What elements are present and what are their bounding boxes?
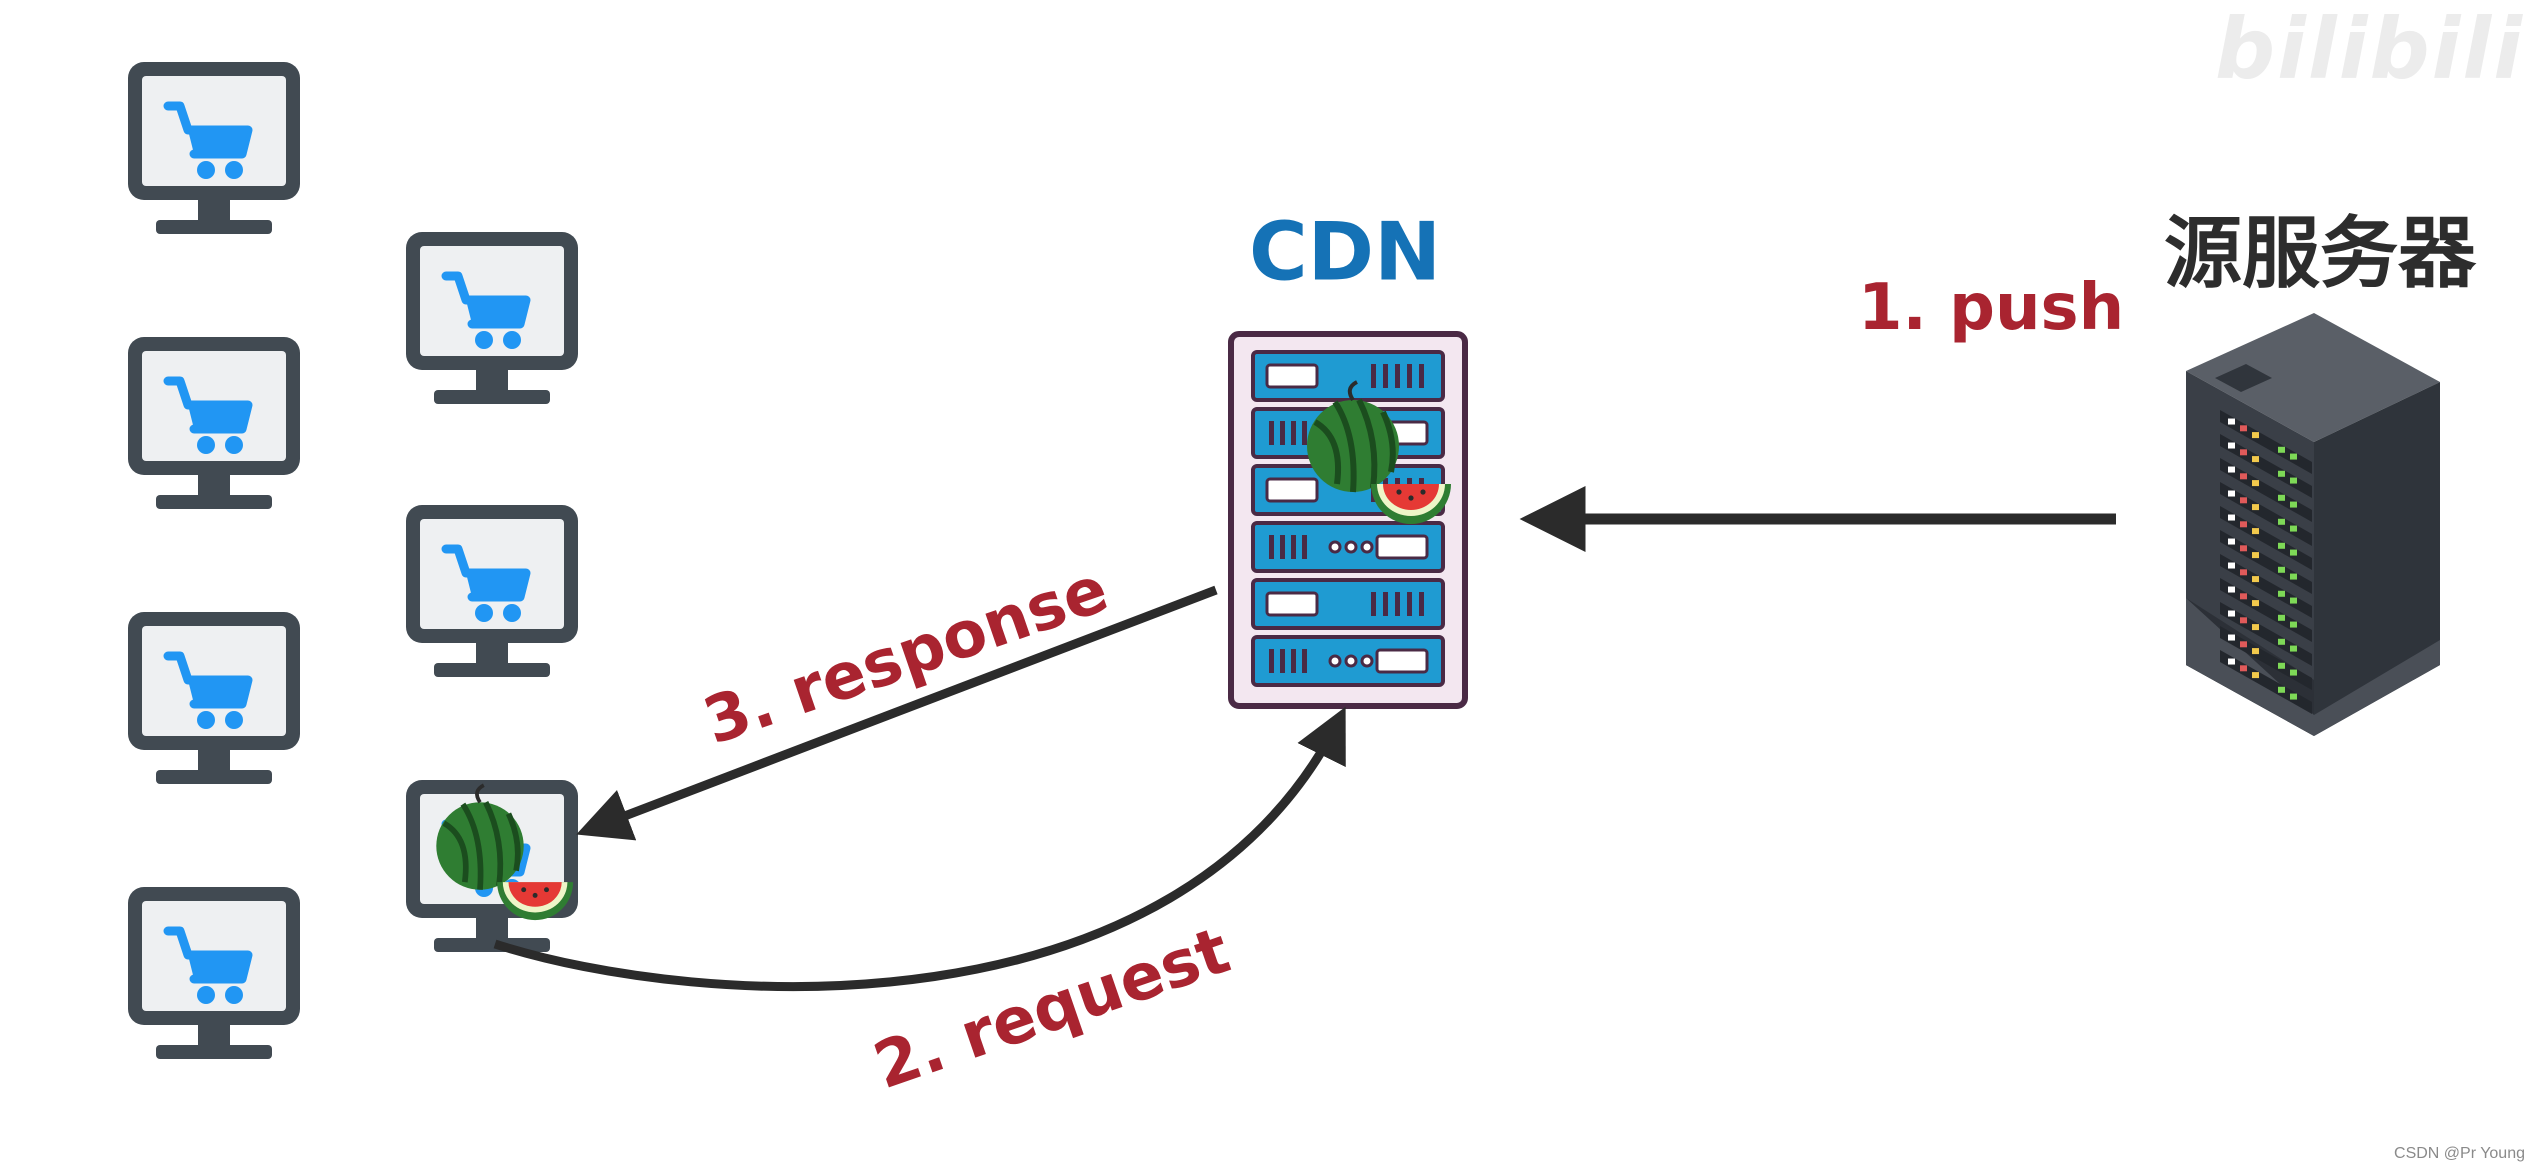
cdn-server-rack-icon [1228,331,1468,709]
credit-text: CSDN @Pr Young [2394,1145,2525,1162]
client-monitor-6 [406,505,578,677]
origin-server-title: 源服务器 [2163,209,2477,299]
request-arrow [493,706,1346,992]
client-monitor-2 [128,337,300,509]
push-label: 1. push [1858,271,2125,345]
response-arrow [576,585,1218,841]
client-monitor-3 [128,612,300,784]
client-monitor-1 [128,62,300,234]
client-monitor-4 [128,887,300,1059]
client-monitor-5 [406,232,578,404]
bilibili-watermark-logo: bilibili [2215,0,2525,98]
origin-server-tower-icon [2186,313,2440,736]
cdn-title: CDN [1248,205,1442,299]
